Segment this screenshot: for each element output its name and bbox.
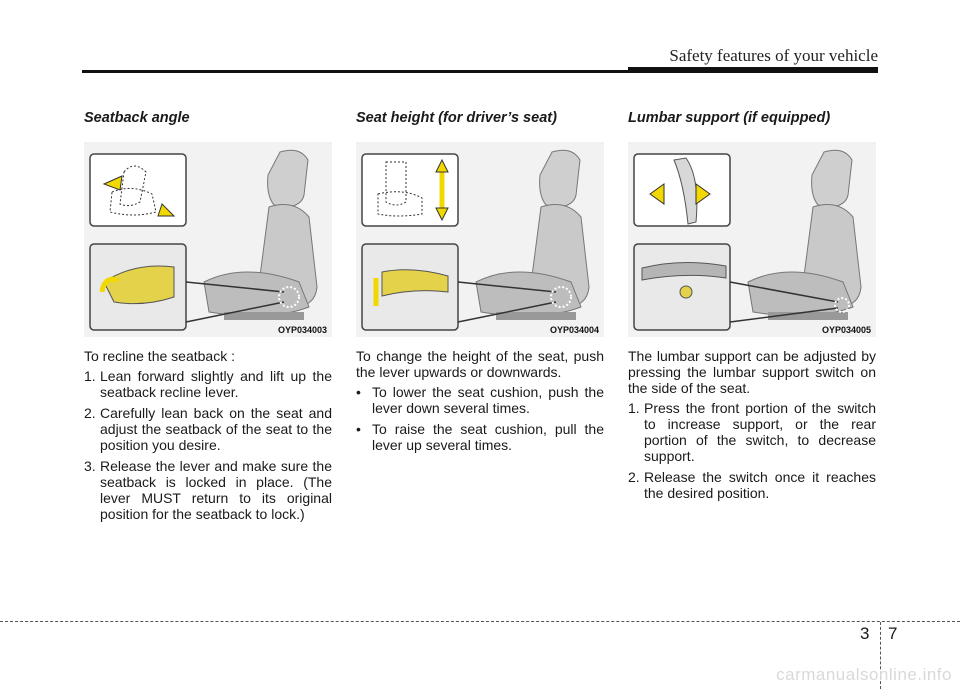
list-item: 1.Press the front portion of the switch … <box>628 400 876 464</box>
section-body: To recline the seatback : 1.Lean forward… <box>84 348 332 522</box>
seat-illustration <box>361 149 590 331</box>
seat-height-figure: OYP034004 <box>356 142 604 337</box>
seat-illustration <box>633 149 862 331</box>
list-item: •To raise the seat cushion, pull the lev… <box>356 421 604 453</box>
page-number-divider <box>880 622 881 689</box>
section-body: The lumbar support can be adjusted by pr… <box>628 348 876 501</box>
header-title: Safety features of your vehicle <box>669 46 878 65</box>
section-title: Lumbar support (if equipped) <box>628 110 831 126</box>
list-item: 3.Release the lever and make sure the se… <box>84 458 332 522</box>
section-intro: To recline the seatback : <box>84 348 235 364</box>
header-rule-accent <box>628 67 878 73</box>
header-rule <box>82 70 878 73</box>
section-seatback-angle: Seatback angle OYP034003 To recline the … <box>84 110 332 527</box>
page-number: 7 <box>888 624 898 643</box>
instruction-list: 1.Lean forward slightly and lift up the … <box>84 368 332 522</box>
chapter-number: 3 <box>860 624 870 643</box>
lumbar-figure: OYP034005 <box>628 142 876 337</box>
section-body: To change the height of the seat, push t… <box>356 348 604 453</box>
list-item: 1.Lean forward slightly and lift up the … <box>84 368 332 400</box>
section-intro: To change the height of the seat, push t… <box>356 348 604 380</box>
footer-rule <box>0 621 960 622</box>
list-item: •To lower the seat cushion, push the lev… <box>356 384 604 416</box>
instruction-list: •To lower the seat cushion, push the lev… <box>356 384 604 453</box>
list-item: 2.Release the switch once it reaches the… <box>628 469 876 501</box>
seat-illustration <box>89 149 318 331</box>
section-seat-height: Seat height (for driver’s seat) OYP03400… <box>356 110 604 458</box>
figure-code: OYP034003 <box>275 325 329 335</box>
section-lumbar-support: Lumbar support (if equipped) OYP034005 T… <box>628 110 876 506</box>
section-intro: The lumbar support can be adjusted by pr… <box>628 348 876 396</box>
instruction-list: 1.Press the front portion of the switch … <box>628 400 876 501</box>
seatback-figure: OYP034003 <box>84 142 332 337</box>
list-item: 2.Carefully lean back on the seat and ad… <box>84 405 332 453</box>
section-title: Seatback angle <box>84 110 190 126</box>
figure-code: OYP034005 <box>819 325 873 335</box>
figure-code: OYP034004 <box>547 325 601 335</box>
watermark: carmanualsonline.info <box>776 665 952 684</box>
section-title: Seat height (for driver’s seat) <box>356 110 557 126</box>
